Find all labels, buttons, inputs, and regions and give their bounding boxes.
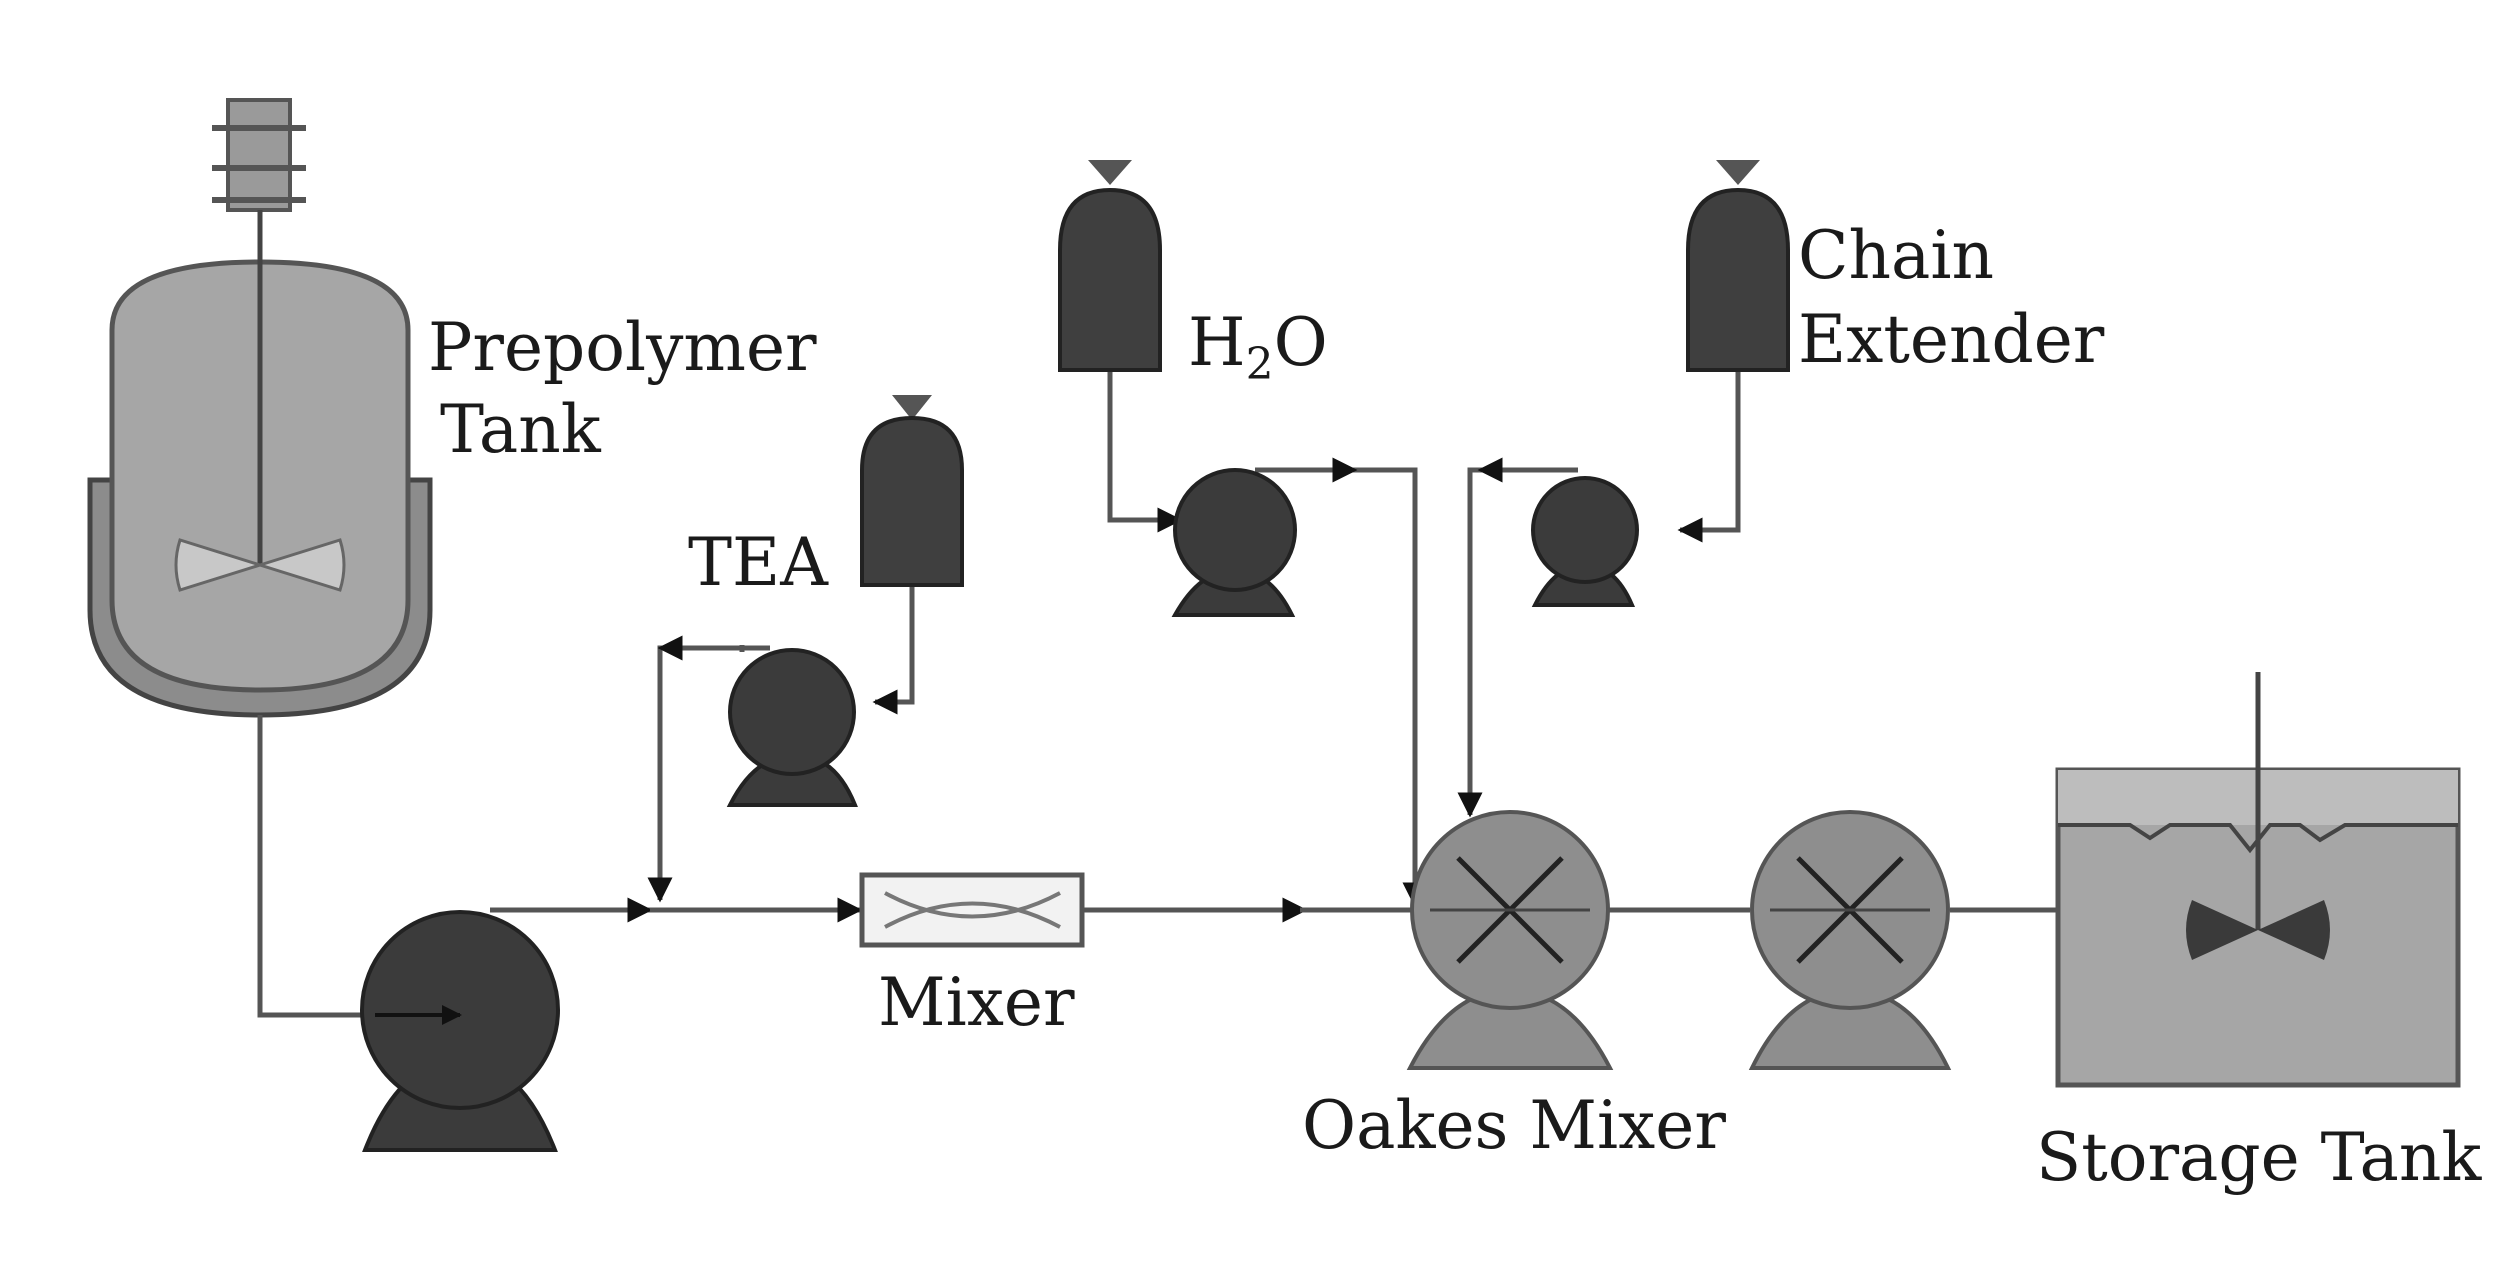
agitator-motor-icon xyxy=(212,98,306,212)
storage-tank-label: Storage Tank xyxy=(2036,1119,2482,1196)
h2o-label-o: O xyxy=(1274,304,1328,381)
oakes-mixer-label: Oakes Mixer xyxy=(1302,1087,1726,1164)
tea-pump-icon xyxy=(726,648,858,807)
h2o-label: H2O xyxy=(1188,304,1328,390)
piping xyxy=(257,370,2060,1028)
oakes-mixer-icon xyxy=(1406,810,1614,1070)
chain-extender-label-line2: Extender xyxy=(1798,301,2105,378)
h2o-label-h: H xyxy=(1188,304,1246,381)
tea-drum xyxy=(860,395,964,587)
storage-tank xyxy=(2055,672,2461,1088)
prepolymer-tank-label-line1: Prepolymer xyxy=(428,309,817,386)
tea-label: TEA xyxy=(688,524,829,601)
transfer-pump-icon xyxy=(1748,810,1952,1070)
storage-impeller-icon xyxy=(2186,900,2330,960)
prepolymer-tank-label-line2: Tank xyxy=(440,391,602,468)
h2o-drum xyxy=(1058,160,1162,372)
chain-extender-pump-icon xyxy=(1531,476,1639,607)
prepolymer-pump-icon xyxy=(360,910,560,1152)
static-mixer xyxy=(859,872,1085,948)
static-mixer-label: Mixer xyxy=(878,964,1075,1041)
h2o-pump-icon xyxy=(1171,468,1297,617)
impeller-icon xyxy=(174,538,346,592)
chain-extender-drum xyxy=(1686,160,1790,372)
chain-extender-label-line1: Chain xyxy=(1798,217,1994,294)
prepolymer-tank xyxy=(87,98,433,718)
h2o-label-subscript: 2 xyxy=(1246,339,1274,390)
